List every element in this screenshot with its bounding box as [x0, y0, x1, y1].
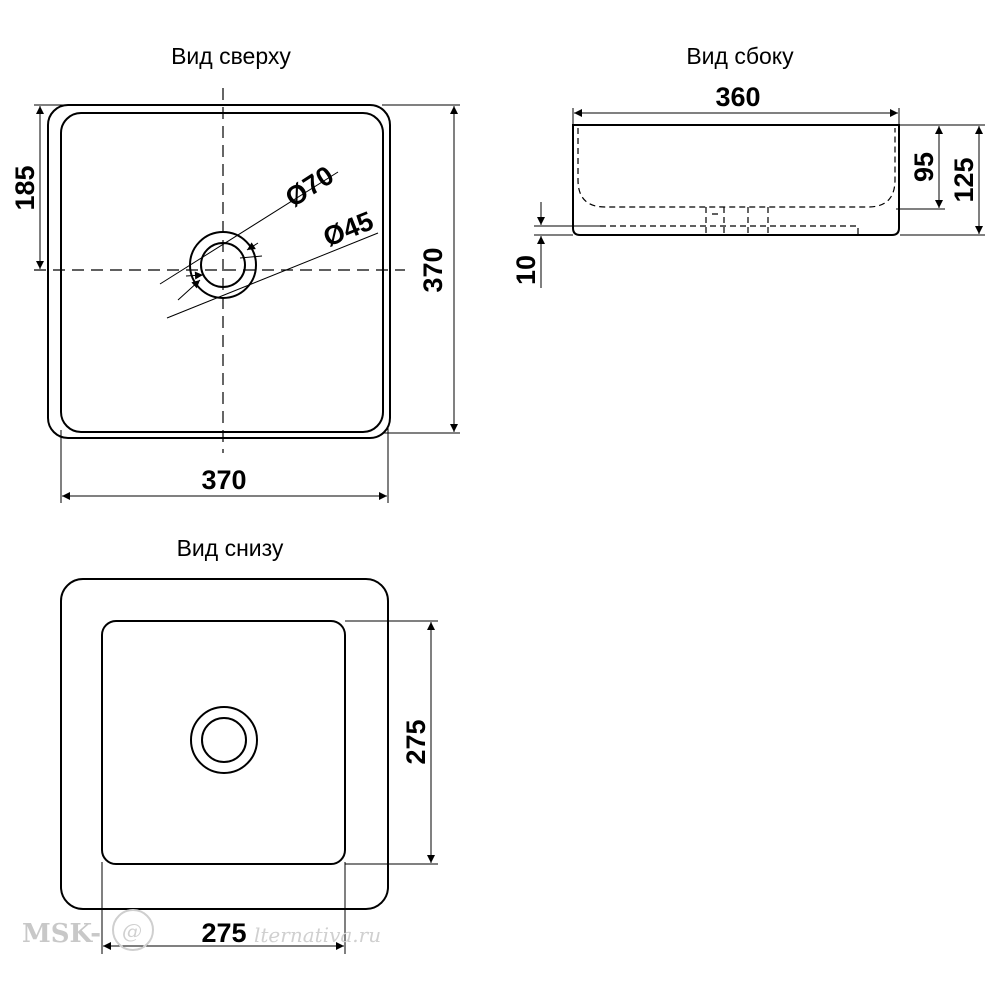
dim-95-label: 95	[909, 152, 939, 182]
side-view-caption: Вид сбоку	[686, 43, 794, 69]
diameter-70-label: Ø70	[280, 160, 339, 213]
top-view-inner-outline	[60, 112, 384, 433]
dim-275v-label: 275	[401, 719, 431, 764]
top-view-caption: Вид сверху	[171, 43, 291, 69]
diameter-70-leader	[159, 171, 339, 285]
side-view-hidden-bowl	[577, 128, 896, 208]
dim-370h-label: 370	[201, 465, 246, 495]
watermark-logo: MSK- @ lternativa.ru	[22, 909, 381, 951]
diameter-45-leader	[166, 232, 379, 319]
bottom-view-base-outline	[101, 620, 346, 865]
bottom-drain-inner-circle	[201, 717, 247, 763]
diameter-45-label: Ø45	[319, 206, 378, 253]
side-view: Вид сбоку 360 95 125 10	[511, 43, 985, 288]
side-view-hidden-drain	[705, 207, 769, 235]
dim-125-label: 125	[949, 157, 979, 202]
top-view: Вид сверху Ø70 Ø45 185 370 370	[10, 43, 460, 503]
dim-10-label: 10	[511, 255, 541, 285]
bottom-view-outer-outline	[60, 578, 389, 910]
dim-185-label: 185	[10, 165, 40, 210]
dim-370v-label: 370	[418, 247, 448, 292]
diameter-70-arrow-left	[177, 279, 201, 301]
watermark-prefix: MSK-	[22, 919, 101, 949]
watermark-logo-ring	[112, 909, 154, 951]
side-view-body	[572, 124, 900, 236]
drain-inner-circle	[200, 242, 246, 288]
side-view-hidden-base	[600, 225, 859, 235]
diameter-45-arrow-left	[185, 271, 204, 280]
diameter-70-arrow	[246, 242, 259, 251]
top-view-outer-outline	[47, 104, 391, 439]
bottom-view-caption: Вид снизу	[177, 535, 284, 561]
bottom-drain-outer-circle	[190, 706, 258, 774]
bottom-view: Вид снизу 275 275	[60, 535, 438, 954]
diameter-45-tick	[239, 255, 263, 259]
watermark-suffix: lternativa.ru	[254, 923, 381, 947]
watermark-logo-glyph: @	[122, 919, 142, 943]
dim-275h-label: 275	[201, 918, 246, 948]
dim-360-label: 360	[715, 82, 760, 112]
